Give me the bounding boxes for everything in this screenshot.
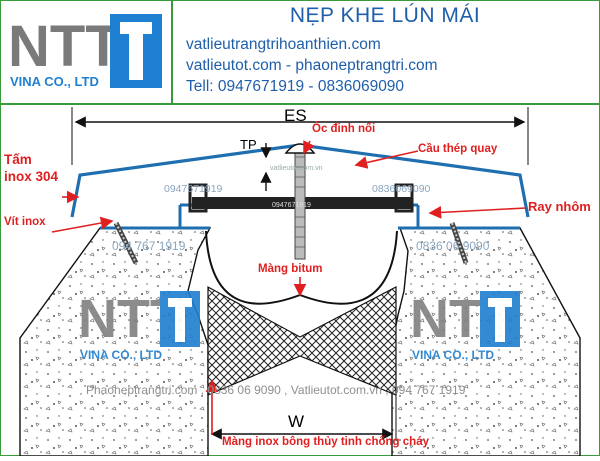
label-cau-thep-quay: Cầu thép quay bbox=[418, 143, 498, 155]
watermark-logo-right: NTT VINA CO., LTD bbox=[410, 289, 520, 362]
watermark-bottom-line: Phaoneptrangtri.com , 0836 06 9090 , Vat… bbox=[86, 383, 466, 397]
page-title: NẸP KHE LÚN MÁI bbox=[289, 4, 481, 27]
header-bottom-rule bbox=[0, 103, 600, 105]
label-tp: TP bbox=[240, 137, 257, 152]
watermark-site-small: vatlieutot.com.vn bbox=[270, 165, 323, 172]
label-vit-inox: Vít inox bbox=[4, 216, 46, 228]
company-logo: NTT VINA CO., LTD bbox=[8, 14, 162, 89]
watermark-logo-left: NTT VINA CO., LTD bbox=[78, 289, 200, 362]
svg-text:VINA CO., LTD: VINA CO., LTD bbox=[412, 348, 494, 362]
label-ray-nhom: Ray nhôm bbox=[528, 199, 591, 214]
watermark-phone-top-left: 094 767 1919 bbox=[112, 239, 186, 253]
label-tam-inox-304: Tấm inox 304 bbox=[4, 152, 59, 184]
site-line-2: vatlieutot.com - phaoneptrangtri.com bbox=[186, 57, 438, 74]
label-w: W bbox=[288, 412, 305, 431]
screw-left bbox=[113, 221, 139, 265]
diagram-drawing: NTT VINA CO., LTD NTT VINA CO., LTD bbox=[19, 107, 581, 457]
aluminium-rail-right bbox=[398, 203, 520, 230]
header: NTT VINA CO., LTD NẸP KHE LÚN MÁI vatlie… bbox=[0, 0, 600, 105]
svg-text:VINA CO., LTD: VINA CO., LTD bbox=[80, 348, 162, 362]
header-divider bbox=[171, 0, 173, 104]
label-oc-dinh-noi: Ốc đinh nối bbox=[312, 123, 376, 135]
watermark-phone-small: 0947671919 bbox=[272, 202, 311, 209]
label-es: ES bbox=[284, 106, 307, 125]
watermark-phone-top-right: 0836 06 9090 bbox=[416, 239, 490, 253]
watermark-phone-right: 0836069090 bbox=[372, 183, 431, 195]
phone-line: Tell: 0947671919 - 0836069090 bbox=[186, 78, 405, 95]
label-mang-inox-bong-thuy-tinh: Màng inox bông thủy tinh chống cháy bbox=[222, 436, 429, 448]
logo-company-text: VINA CO., LTD bbox=[10, 74, 99, 89]
site-line-1: vatlieutrangtrihoanthien.com bbox=[186, 36, 381, 53]
expansion-joint-diagram: NTT VINA CO., LTD NTT VINA CO., LTD ES T… bbox=[0, 105, 600, 457]
fire-insulation bbox=[207, 285, 397, 396]
label-mang-bitum: Màng bitum bbox=[258, 263, 323, 275]
logo-letters: NTT bbox=[8, 14, 121, 79]
watermark-phone-left: 0947671919 bbox=[164, 183, 223, 195]
screw-right bbox=[449, 222, 469, 264]
